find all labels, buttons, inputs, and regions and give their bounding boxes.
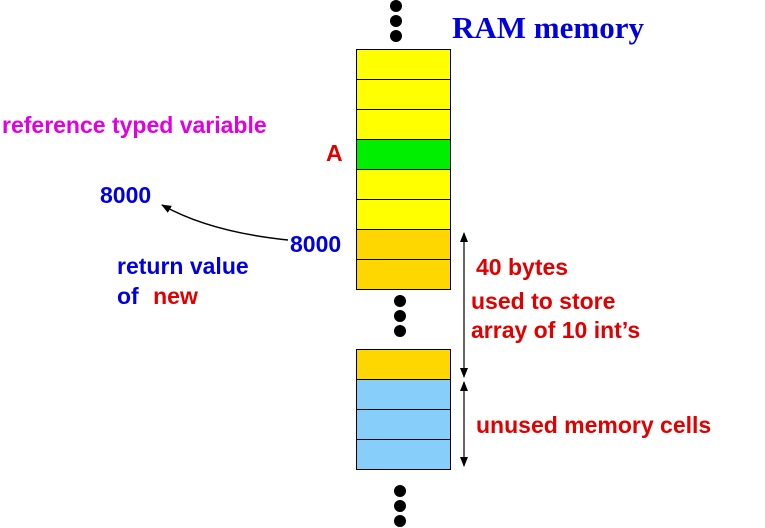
ellipsis-dot: [390, 0, 402, 12]
memory-cell-variable-a: [356, 139, 451, 170]
reference-typed-variable-label: reference typed variable: [2, 112, 267, 138]
array-of-ints-label: array of 10 int’s: [471, 317, 641, 343]
new-keyword: new: [153, 283, 198, 309]
memory-cell-unused: [356, 379, 451, 410]
memory-cell-yellow: [356, 169, 451, 200]
return-value-arrow: [161, 204, 289, 241]
memory-cell-array: [356, 259, 451, 290]
ellipsis-dot: [390, 30, 402, 42]
ellipsis-dot: [394, 325, 406, 337]
ellipsis-dot: [394, 310, 406, 322]
diagram-title: RAM memory: [452, 10, 644, 45]
ellipsis-dot: [394, 500, 406, 512]
return-value-label: return value: [117, 253, 249, 279]
memory-cell-yellow: [356, 109, 451, 140]
of-text: of: [117, 283, 139, 309]
cell-address-label: 8000: [290, 231, 342, 257]
used-to-store-label: used to store: [471, 288, 616, 314]
ellipsis-dot: [394, 515, 406, 527]
ellipsis-dot: [390, 15, 402, 27]
memory-cell-yellow: [356, 199, 451, 230]
memory-cell-unused: [356, 409, 451, 440]
forty-bytes-label: 40 bytes: [476, 254, 569, 280]
ellipsis-dot: [394, 485, 406, 497]
memory-cell-yellow: [356, 49, 451, 80]
ellipsis-dot: [394, 295, 406, 307]
memory-cell-unused: [356, 439, 451, 470]
unused-memory-label: unused memory cells: [476, 412, 712, 438]
of-new-label: of new: [117, 283, 198, 310]
variable-a-label: A: [326, 140, 343, 166]
returned-address-label: 8000: [100, 182, 152, 208]
